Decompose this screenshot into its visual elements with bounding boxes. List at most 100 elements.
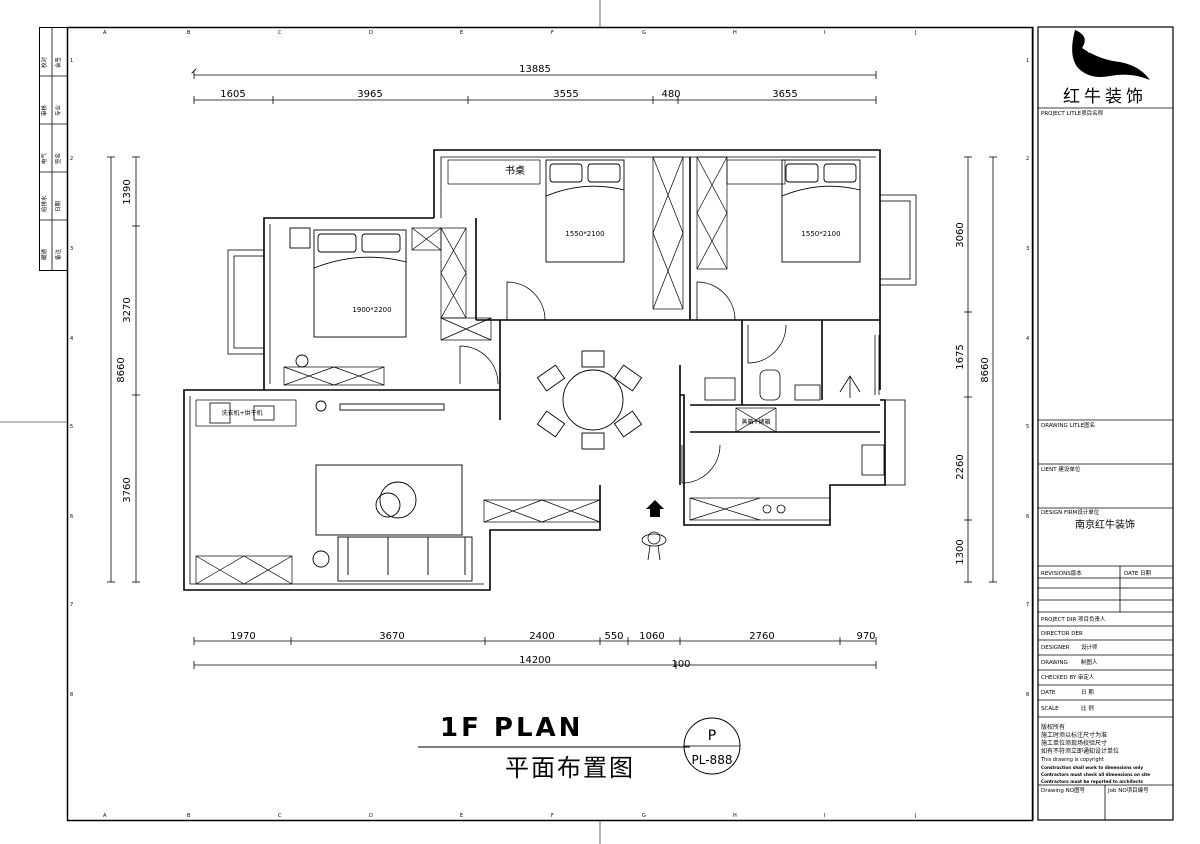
grid-refs-top: A B C D E F G H I J A B C D E F G H I J	[103, 30, 916, 819]
grid-ref: 4	[1026, 336, 1029, 342]
plan-title-cn: 平面布置图	[505, 754, 635, 782]
grid-ref: 3	[70, 246, 73, 252]
dining-table	[536, 350, 643, 450]
grid-ref: 4	[70, 336, 73, 342]
grid-ref: A	[103, 813, 107, 819]
tb-note: 如有不符须立即通知设计单位	[1041, 747, 1119, 755]
symbol-letter: P	[708, 728, 716, 744]
person-icon	[641, 531, 667, 561]
grid-ref: 7	[1026, 602, 1029, 608]
grid-ref: H	[733, 813, 737, 819]
tb-scale-cn: 比 例	[1081, 704, 1094, 712]
tb-note-bold: Contractors must check all dimensions on…	[1041, 772, 1150, 777]
grid-ref: 5	[70, 424, 73, 430]
dim-bottom-7: 970	[856, 631, 875, 642]
bed-second	[545, 159, 625, 263]
grid-ref: C	[278, 30, 282, 36]
windows	[227, 194, 917, 486]
tb-note: 施工单位须现场校验尺寸	[1041, 739, 1107, 747]
wardrobes	[195, 156, 831, 585]
tb-project-title: PROJECT LITLE项目名称	[1041, 109, 1104, 117]
dim-bottom-total: 14200	[519, 655, 551, 666]
tb-drawing-cn: 制图人	[1081, 658, 1098, 666]
dim-right-1: 3060	[955, 222, 966, 247]
left-stamp-strip: 校对 审核 电气 给排水 暖通 会签 专业 签名 日期 备注	[40, 56, 62, 260]
doors	[459, 281, 787, 484]
grid-ref: F	[551, 813, 554, 819]
grid-ref: E	[460, 30, 463, 36]
living-room-furniture	[295, 354, 473, 582]
dim-top-5: 3655	[772, 89, 797, 100]
tb-drawing: DRAWING	[1041, 660, 1068, 666]
grid-ref: 3	[1026, 246, 1029, 252]
grid-ref: 8	[1026, 692, 1029, 698]
entry-arrow-icon	[646, 500, 664, 517]
tb-drawing-no: Drawing NO图号	[1041, 786, 1086, 794]
steamer-label: 蒸箱+烤箱	[741, 418, 770, 426]
grid-ref: H	[733, 30, 737, 36]
grid-ref: D	[369, 813, 373, 819]
washer-label: 洗衣机+烘干机	[221, 409, 262, 417]
walls	[183, 149, 886, 591]
grid-ref: G	[642, 30, 646, 36]
tb-note: This drawing is copyright	[1040, 757, 1104, 763]
symbol-code: PL-888	[692, 753, 733, 767]
tb-note: 版权所有	[1041, 723, 1065, 731]
dimension-right	[964, 156, 997, 583]
grid-ref: B	[187, 30, 191, 36]
grid-ref: 2	[70, 156, 73, 162]
grid-ref: E	[460, 813, 463, 819]
grid-refs-side: 1 2 3 4 5 6 7 8 1 2 3 4 5 6 7 8	[70, 58, 1029, 698]
grid-ref: 6	[70, 514, 73, 520]
tb-date-cn: 日 期	[1081, 689, 1094, 696]
grid-ref: D	[369, 30, 373, 36]
tb-job-no: Job NO项目编号	[1107, 786, 1149, 794]
strip-sub: 会签	[54, 56, 62, 68]
strip-sub: 专业	[54, 104, 62, 116]
dim-bottom-5: 1060	[639, 631, 664, 642]
bed-third	[781, 159, 861, 263]
dim-left-3: 3760	[122, 477, 133, 502]
tb-designer-cn: 设计师	[1081, 643, 1098, 651]
dim-top-3: 3555	[553, 89, 578, 100]
tb-design-firm: 南京红牛装饰	[1075, 518, 1135, 531]
brand-logo-icon	[1072, 30, 1150, 80]
tb-drawing-title: DRAWING LITLE图名	[1041, 421, 1095, 429]
bed-master	[289, 227, 407, 338]
plan-title-en: 1F PLAN	[440, 713, 583, 743]
tb-client: LIENT 建设单位	[1041, 465, 1081, 473]
dim-left-1: 1390	[122, 179, 133, 204]
grid-ref: J	[914, 30, 916, 36]
tb-checked: CHECKED BY 审定人	[1041, 673, 1095, 681]
tb-revisions: REVISIONS版本	[1041, 569, 1082, 577]
tb-project-dir: PROJECT DIR 项目负责人	[1041, 615, 1106, 623]
grid-ref: F	[551, 30, 554, 36]
tb-director: DIRECTOR DER	[1041, 631, 1083, 637]
dim-left-2: 3270	[122, 297, 133, 322]
grid-ref: 1	[70, 58, 73, 64]
dim-bottom-3: 2400	[529, 631, 554, 642]
strip-sub: 备注	[54, 248, 62, 260]
dim-top-total: 13885	[519, 64, 551, 75]
dim-bottom-6: 2760	[749, 631, 774, 642]
dim-left-total: 8660	[116, 357, 127, 382]
strip-label: 审核	[40, 104, 48, 116]
grid-ref: I	[824, 30, 825, 36]
dim-right-4: 1300	[955, 539, 966, 564]
dim-right-2: 1675	[955, 344, 966, 369]
bed-master-size: 1900*2200	[352, 306, 391, 314]
dim-bottom-extra: 100	[671, 659, 690, 670]
bed-second-size: 1550*2100	[565, 230, 604, 238]
strip-sub: 日期	[55, 200, 62, 212]
grid-ref: G	[642, 813, 646, 819]
bed-third-size: 1550*2100	[801, 230, 840, 238]
dim-bottom-2: 3670	[379, 631, 404, 642]
grid-ref: B	[187, 813, 191, 819]
grid-ref: A	[103, 30, 107, 36]
dimension-left	[107, 156, 140, 583]
tb-date-label: DATE 日期	[1124, 570, 1152, 577]
tb-note: 施工时须以标注尺寸为准	[1041, 731, 1107, 739]
grid-ref: 8	[70, 692, 73, 698]
strip-sub: 签名	[54, 153, 62, 164]
grid-ref: 7	[70, 602, 73, 608]
